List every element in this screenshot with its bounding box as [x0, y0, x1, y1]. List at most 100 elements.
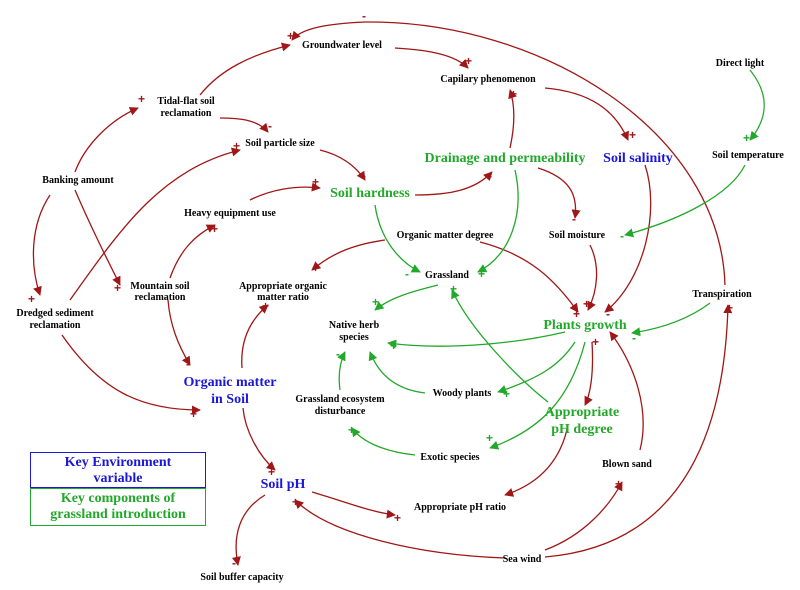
link-plants-native	[387, 331, 566, 349]
link-om-degree-plants	[479, 241, 579, 313]
node-organic-matter-degree: Organic matter degree	[397, 230, 494, 241]
sign: +	[190, 407, 197, 421]
link-drainage-moisture	[537, 167, 581, 219]
sign: +	[592, 335, 599, 349]
sign: -	[268, 119, 272, 133]
sign: +	[28, 292, 35, 306]
legend-environment-variable: Key Environment variable	[30, 452, 206, 488]
sign: +	[292, 495, 299, 509]
node-soil-particle-size: Soil particle size	[245, 138, 315, 149]
node-om-soil-line2: in Soil	[211, 392, 249, 407]
link-dredged-particle	[69, 147, 241, 301]
sign: +	[211, 222, 218, 236]
node-banking-amount: Banking amount	[42, 175, 114, 186]
node-ph-degree-line2: pH degree	[551, 422, 613, 437]
node-exotic-species: Exotic species	[420, 452, 479, 463]
sign: -	[488, 169, 492, 183]
link-blown-plants	[609, 331, 644, 451]
nodes: Groundwater level Capilary phenomenon Di…	[16, 40, 784, 583]
sign: +	[312, 175, 319, 189]
link-woody-native	[368, 351, 426, 394]
node-mountain-soil-line1: Mountain soil	[130, 281, 189, 292]
node-appropriate-ph-ratio: Appropriate pH ratio	[414, 502, 506, 513]
link-temperature-moisture	[624, 164, 746, 238]
sign: -	[632, 331, 636, 345]
link-hardness-grassland	[374, 204, 421, 273]
sign: +	[450, 282, 457, 296]
link-phdegree-grassland	[451, 289, 549, 403]
link-plants-exotic	[489, 341, 586, 450]
node-mountain-soil-line2: reclamation	[135, 292, 186, 303]
sign: -	[370, 351, 374, 365]
node-blown-sand: Blown sand	[602, 459, 652, 470]
node-drainage-permeability: Drainage and permeability	[425, 151, 586, 166]
sign: +	[510, 87, 517, 101]
sign: +	[615, 477, 622, 491]
link-banking-mountain	[74, 189, 121, 286]
node-om-soil-line1: Organic matter	[184, 375, 277, 390]
node-grassland: Grassland	[425, 270, 469, 281]
link-disturb-native	[337, 351, 346, 391]
link-om-soil-ph	[242, 407, 276, 471]
node-direct-light: Direct light	[716, 58, 765, 69]
sign: +	[478, 267, 485, 281]
node-soil-moisture: Soil moisture	[549, 230, 606, 241]
legend-components-line2: grassland introduction	[50, 507, 186, 522]
sign: +	[743, 131, 750, 145]
sign: -	[606, 307, 610, 321]
sign: +	[268, 465, 275, 479]
link-transpiration-plants	[631, 302, 711, 337]
link-tidal-groundwater	[199, 42, 291, 96]
link-drainage-capillary	[508, 89, 517, 149]
sign: +	[394, 511, 401, 525]
link-om-soil-ratio	[241, 304, 269, 369]
node-dredged-line1: Dredged sediment	[16, 308, 94, 319]
sign: +	[348, 423, 355, 437]
node-woody-plants: Woody plants	[433, 388, 492, 399]
sign: -	[232, 556, 236, 570]
sign: +	[583, 297, 590, 311]
sign: -	[186, 357, 190, 371]
link-ph-buffer	[231, 494, 266, 566]
sign: +	[726, 301, 733, 315]
sign: +	[287, 29, 294, 43]
sign: +	[262, 299, 269, 313]
node-sea-wind: Sea wind	[503, 554, 542, 565]
node-disturb-line1: Grassland ecosystem	[295, 394, 385, 405]
sign: +	[312, 261, 319, 275]
sign: +	[114, 281, 121, 295]
link-ph-ratio	[311, 491, 396, 519]
sign: -	[620, 229, 624, 243]
node-capillary-phenomenon: Capilary phenomenon	[440, 74, 536, 85]
link-light-temperature	[749, 69, 765, 141]
sign: +	[629, 128, 636, 142]
node-soil-salinity: Soil salinity	[603, 151, 673, 166]
link-banking-tidal	[74, 107, 139, 173]
link-salinity-plants	[604, 164, 652, 313]
sign: -	[362, 9, 366, 23]
link-mountain-om-soil	[167, 299, 191, 366]
link-banking-dredged	[32, 194, 51, 296]
node-native-herb-line2: species	[339, 332, 369, 343]
link-transpiration-groundwater	[291, 21, 726, 286]
sign: +	[486, 431, 493, 445]
sign: +	[390, 339, 397, 353]
link-groundwater-capillary	[394, 47, 469, 69]
legend-environment-line1: Key Environment	[64, 455, 172, 470]
legend-grassland-components: Key components of grassland introduction	[30, 488, 206, 526]
sign: -	[336, 347, 340, 361]
node-soil-temperature: Soil temperature	[712, 150, 784, 161]
node-soil-ph: Soil pH	[261, 477, 306, 492]
sign: +	[573, 307, 580, 321]
sign: -	[362, 169, 366, 183]
node-heavy-equipment-use: Heavy equipment use	[184, 208, 276, 219]
sign: -	[405, 267, 409, 281]
link-tidal-particle	[219, 117, 269, 133]
link-moisture-plants	[587, 244, 598, 311]
node-soil-buffer-capacity: Soil buffer capacity	[200, 572, 283, 583]
node-tidal-flat-line2: reclamation	[161, 108, 212, 119]
link-exotic-disturb	[351, 427, 416, 456]
sign: +	[233, 139, 240, 153]
link-mountain-heavy	[169, 224, 216, 279]
